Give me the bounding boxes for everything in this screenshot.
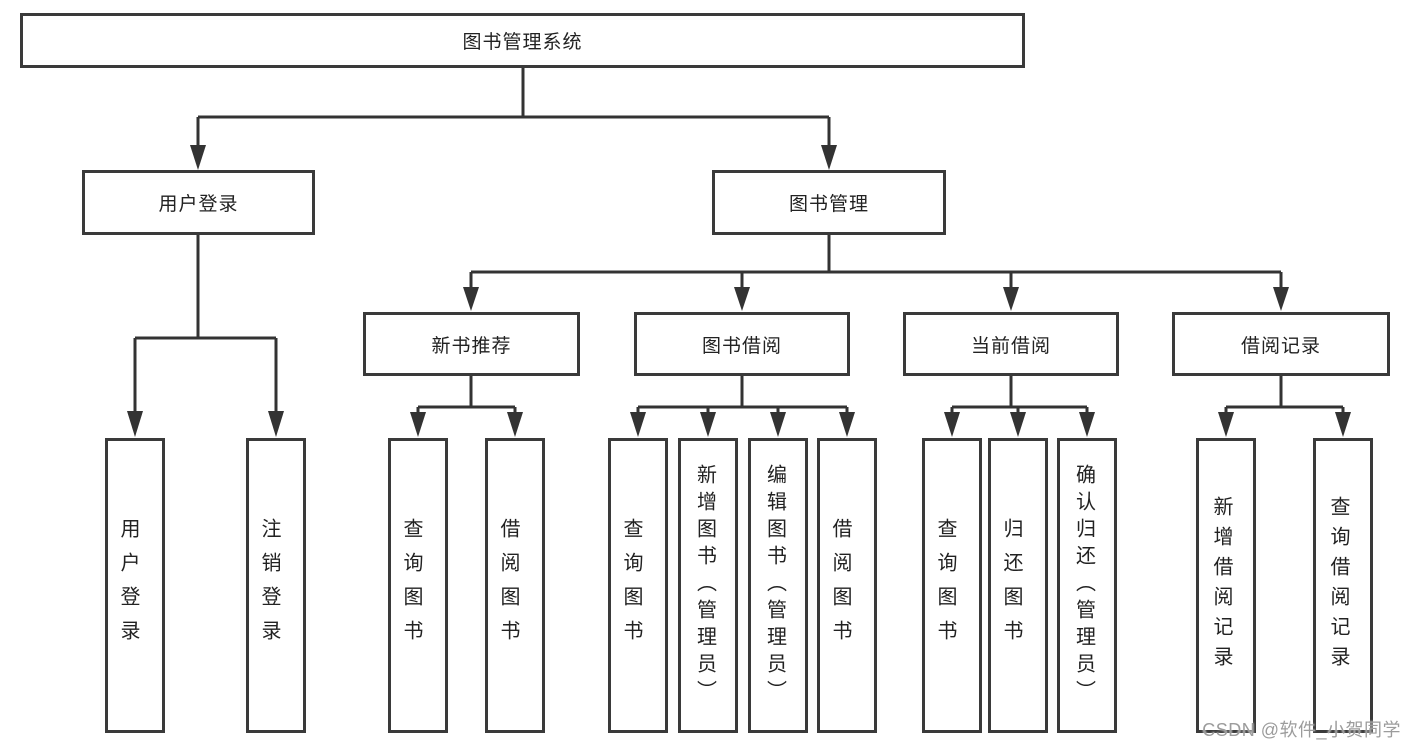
leaf-return-books-label: 归还图书 [1000, 517, 1022, 654]
node-borrowing-records-label: 借阅记录 [1240, 335, 1321, 357]
leaf-user-login: 用户登录 [105, 438, 165, 733]
leaf-borrow-books-recommend-label: 借阅图书 [497, 517, 519, 654]
csdn-watermark: CSDN @软件_小贺同学 [1202, 720, 1401, 740]
node-current-borrowing-label: 当前借阅 [970, 335, 1051, 357]
node-borrowing-records: 借阅记录 [1172, 312, 1390, 376]
leaf-borrow-books-borrow: 借阅图书 [817, 438, 877, 733]
leaf-logout-login-label: 注销登录 [258, 517, 280, 654]
node-new-book-recommendation-label: 新书推荐 [431, 335, 512, 357]
node-book-borrowing: 图书借阅 [634, 312, 850, 376]
leaf-query-books-current: 查询图书 [922, 438, 982, 733]
leaf-logout-login: 注销登录 [246, 438, 306, 733]
leaf-borrow-books-recommend: 借阅图书 [485, 438, 545, 733]
node-root: 图书管理系统 [20, 13, 1025, 68]
arrowheads [127, 145, 1351, 437]
leaf-query-borrow-record: 查询借阅记录 [1313, 438, 1373, 733]
leaf-query-borrow-record-label: 查询借阅记录 [1327, 495, 1349, 676]
node-current-borrowing: 当前借阅 [903, 312, 1119, 376]
leaf-query-books-recommend-label: 查询图书 [400, 517, 422, 654]
leaf-edit-books-admin: 编辑图书（管理员） [748, 438, 808, 733]
leaf-add-borrow-record-label: 新增借阅记录 [1210, 495, 1232, 676]
leaf-return-books: 归还图书 [988, 438, 1048, 733]
leaf-edit-books-admin-label: 编辑图书（管理员） [763, 464, 786, 707]
node-user-login: 用户登录 [82, 170, 315, 235]
leaf-query-books-current-label: 查询图书 [934, 517, 956, 654]
leaf-confirm-return-admin-label: 确认归还（管理员） [1072, 464, 1095, 707]
node-root-label: 图书管理系统 [462, 32, 583, 53]
node-book-management: 图书管理 [712, 170, 946, 235]
node-book-borrowing-label: 图书借阅 [701, 335, 782, 357]
leaf-add-borrow-record: 新增借阅记录 [1196, 438, 1256, 733]
node-book-management-label: 图书管理 [788, 194, 869, 215]
leaf-query-books-borrow: 查询图书 [608, 438, 668, 733]
leaf-borrow-books-borrow-label: 借阅图书 [829, 517, 851, 654]
leaf-add-books-admin: 新增图书（管理员） [678, 438, 738, 733]
leaf-add-books-admin-label: 新增图书（管理员） [693, 464, 716, 707]
leaf-query-books-borrow-label: 查询图书 [620, 517, 642, 654]
node-user-login-label: 用户登录 [158, 194, 239, 215]
node-new-book-recommendation: 新书推荐 [363, 312, 580, 376]
leaf-confirm-return-admin: 确认归还（管理员） [1057, 438, 1117, 733]
leaf-user-login-label: 用户登录 [117, 517, 139, 654]
leaf-query-books-recommend: 查询图书 [388, 438, 448, 733]
